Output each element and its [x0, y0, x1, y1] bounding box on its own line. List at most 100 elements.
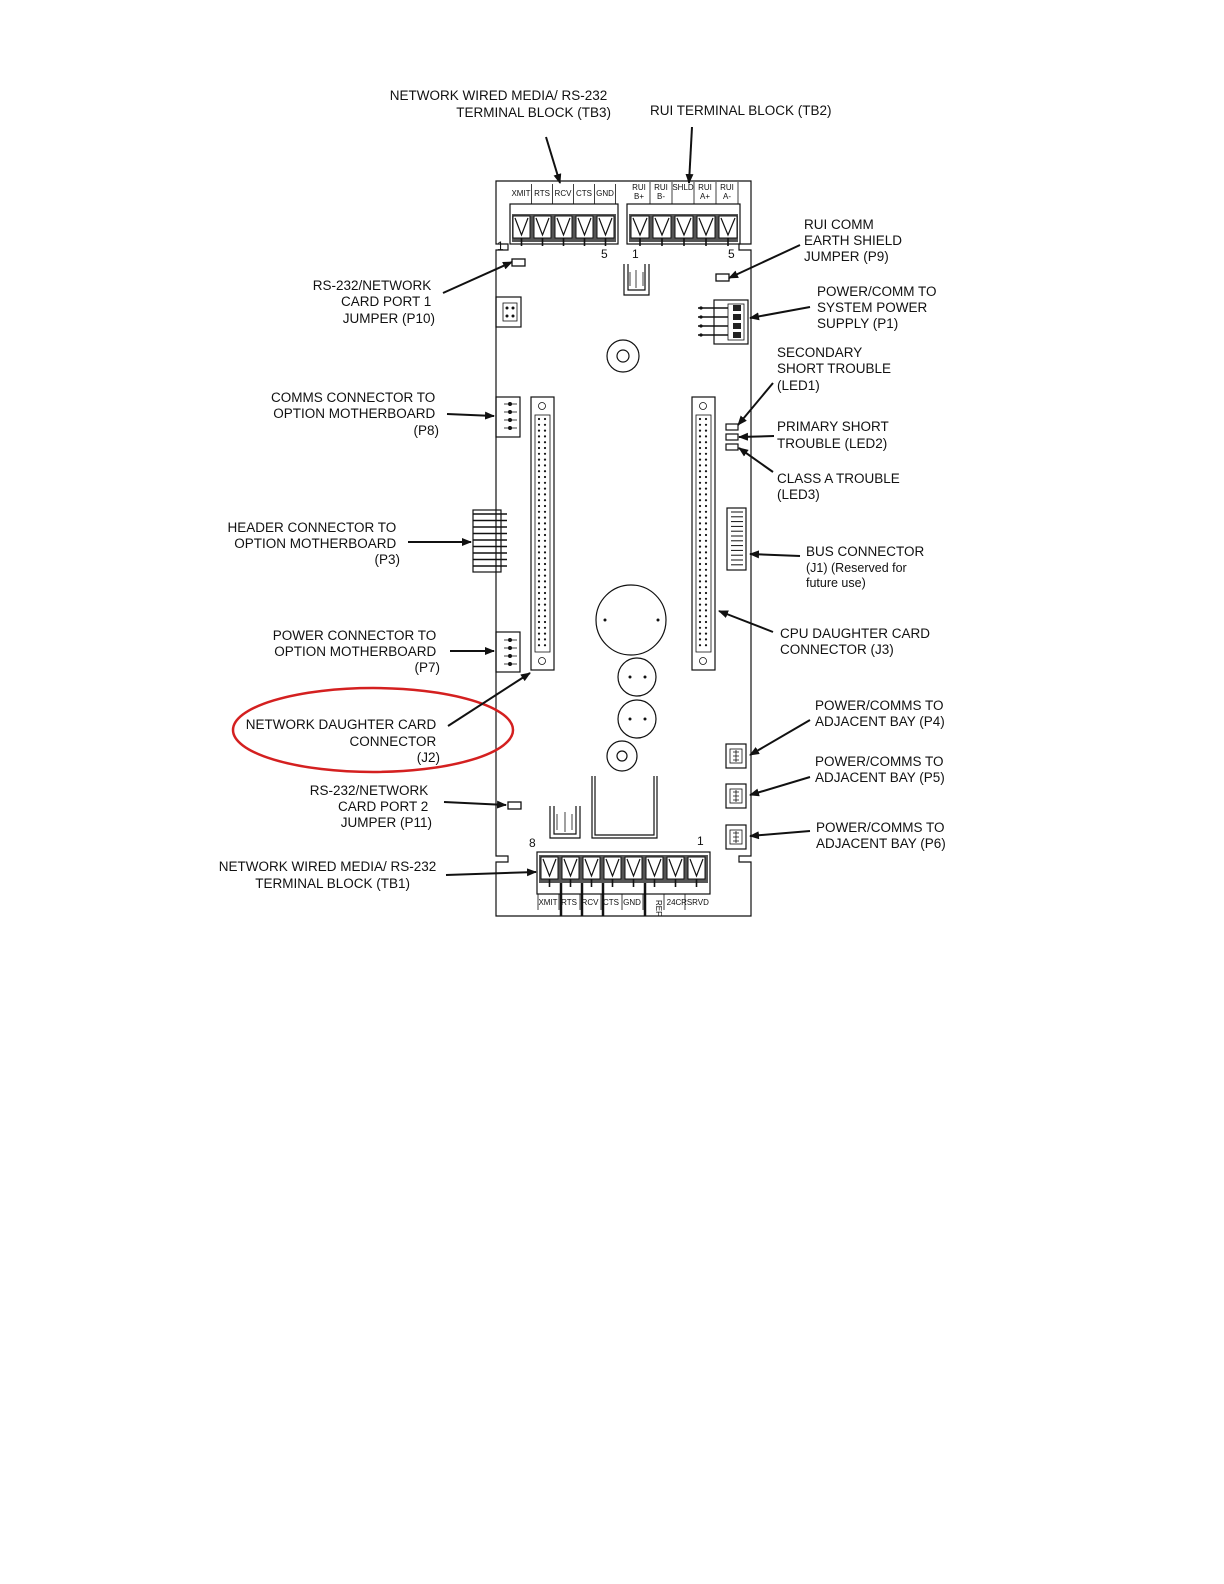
tb1-screw [666, 856, 685, 887]
tb3-pin-label: XMIT [511, 189, 530, 198]
capacitor-medium-2 [617, 699, 657, 739]
label-j1: BUS CONNECTOR (J1) (Reserved for future … [806, 544, 928, 590]
label-p9: RUI COMM EARTH SHIELD JUMPER (P9) [804, 217, 906, 264]
led-1 [725, 423, 739, 431]
arrow-p11 [443, 800, 507, 809]
tb2-screw [696, 215, 716, 246]
label-tb2: RUI TERMINAL BLOCK (TB2) [650, 103, 832, 118]
tb1-pin-label: REF [654, 900, 663, 916]
wire-loop [591, 776, 658, 839]
arrow-j2 [447, 672, 531, 727]
arrow-j1 [749, 550, 801, 559]
connector-j1 [726, 507, 747, 571]
arrow-tb2 [685, 126, 694, 184]
arrow-p5 [749, 776, 811, 797]
tb1-pin-number-right: 1 [697, 834, 704, 848]
arrow-led2 [738, 432, 775, 441]
tb2-pin-number-left: 1 [632, 247, 639, 261]
capacitor-small [606, 740, 638, 772]
connector-p1 [698, 299, 749, 345]
tb1-screw [645, 856, 664, 887]
tb3-screw [554, 215, 573, 246]
tb3-screw [533, 215, 552, 246]
led-3 [725, 443, 739, 451]
tb1-screw [603, 856, 622, 887]
arrow-p6 [749, 830, 811, 840]
tb2-pin-label-sub: A+ [700, 192, 710, 201]
tb1-screw [540, 856, 559, 887]
tb2-pin-label-sub: B- [657, 192, 665, 201]
tb1-pin-label: RTS [561, 898, 577, 907]
tb2-screw [652, 215, 672, 246]
tb2-pin-label: RUI [720, 183, 734, 192]
callout-arrows [408, 126, 811, 877]
arrow-p4 [749, 719, 811, 756]
tb1-pin-label: GND [623, 898, 641, 907]
tb3-pin-number-right: 5 [601, 247, 608, 261]
tb3-pin-number-left: 1 [497, 239, 504, 253]
arrow-p8 [446, 411, 495, 420]
connector-p5 [725, 783, 747, 809]
board-outline [495, 180, 752, 917]
tb2-screw [630, 215, 650, 246]
tb2-pin-label: RUI [698, 183, 712, 192]
tb2-screw [674, 215, 694, 246]
capacitor-large [595, 584, 667, 656]
mounting-hole-top [606, 339, 640, 373]
tb3-pin-label: RCV [555, 189, 573, 198]
tb3-pin-label: CTS [576, 189, 592, 198]
bracket-bottom [549, 806, 581, 839]
label-tb3: NETWORK WIRED MEDIA/ RS-232 TERMINAL BLO… [390, 88, 611, 120]
label-p6: POWER/COMMS TO ADJACENT BAY (P6) [816, 820, 948, 851]
tb3-screw [596, 215, 615, 246]
tb3-pin-label: RTS [534, 189, 550, 198]
tb2-pin-label-sub: B+ [634, 192, 644, 201]
connector-p3 [472, 509, 507, 573]
connector-p7 [495, 631, 521, 673]
jumper-p11 [507, 801, 522, 810]
led-2 [725, 433, 739, 441]
connector-j3 [691, 396, 716, 671]
arrow-led1 [737, 382, 774, 426]
tb2-pin-label: SHLD [672, 183, 694, 192]
arrow-p10 [442, 261, 513, 294]
tb2-pin-label: RUI [632, 183, 646, 192]
arrow-j3 [718, 610, 774, 633]
label-led3: CLASS A TROUBLE (LED3) [777, 471, 904, 502]
tb2-screw [718, 215, 738, 246]
tb3-screw [512, 215, 531, 246]
arrow-p1 [749, 306, 811, 321]
capacitor-medium-1 [617, 657, 657, 697]
highlight-ellipse [231, 686, 515, 774]
tb2-pin-number-right: 5 [728, 247, 735, 261]
tb1-pin-label: CTS [603, 898, 619, 907]
label-p4: POWER/COMMS TO ADJACENT BAY (P4) [815, 698, 947, 729]
jumper-p9 [715, 273, 730, 282]
arrow-tb1 [445, 868, 537, 877]
label-tb1: NETWORK WIRED MEDIA/ RS-232 TERMINAL BLO… [219, 859, 440, 891]
connector-small-left [495, 296, 522, 328]
label-p10: RS-232/NETWORK CARD PORT 1 JUMPER (P10) [313, 278, 435, 326]
tb1-pin-label: 24C [667, 898, 682, 907]
tb1-screw [687, 856, 706, 887]
tb2-pin-label-sub: A- [723, 192, 731, 201]
tb1-screw [561, 856, 580, 887]
tb1-screw [582, 856, 601, 887]
arrow-led3 [738, 447, 774, 473]
label-p3: HEADER CONNECTOR TO OPTION MOTHERBOARD (… [227, 520, 400, 567]
connector-p4 [725, 743, 747, 769]
label-j3: CPU DAUGHTER CARD CONNECTOR (J3) [780, 626, 934, 657]
label-p1: POWER/COMM TO SYSTEM POWER SUPPLY (P1) [817, 284, 940, 331]
tb1-pin-label: XMIT [538, 898, 557, 907]
connector-p6 [725, 824, 747, 850]
label-led1: SECONDARY SHORT TROUBLE (LED1) [777, 345, 895, 393]
label-p5: POWER/COMMS TO ADJACENT BAY (P5) [815, 754, 947, 785]
arrow-p9 [728, 244, 801, 279]
tb1-pin-label: RCV [582, 898, 600, 907]
label-j2: NETWORK DAUGHTER CARD CONNECTOR (J2) [246, 717, 440, 765]
tb1-screw [624, 856, 643, 887]
